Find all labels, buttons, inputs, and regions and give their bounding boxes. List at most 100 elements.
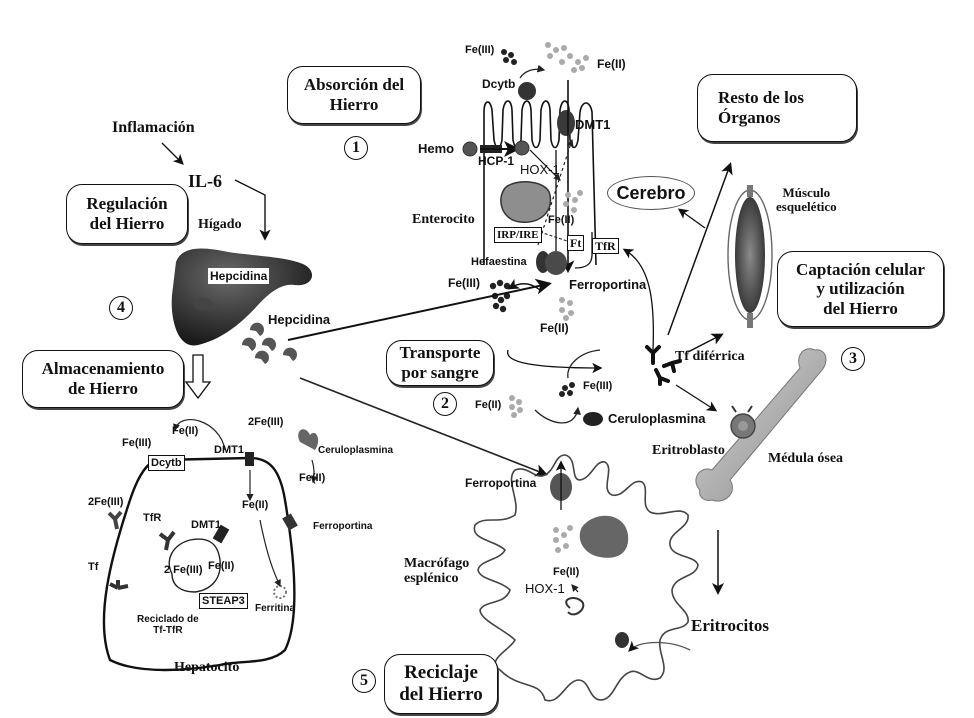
ceruloplasmin-molecule [583,412,603,426]
hep-dmt1-top-label: DMT1 [214,444,244,456]
other-organs-line2: Órganos [718,108,781,127]
enterocyte-fe2-label: Fe(II) [548,214,575,226]
storage-arrow [184,354,212,400]
hep-fe2-inner-label: Fe(II) [208,560,235,572]
macrophage-label: Macrófago esplénico [404,556,469,587]
enterocyte-nucleus [500,181,552,223]
enterocyte-label: Enterocito [412,212,475,227]
blood-fe2-label: Fe(II) [475,399,502,411]
transferrin-distribution [509,162,827,652]
lumen-fe2-label: Fe(II) [597,57,626,71]
tf-tfr-recycling-label: Reciclado de Tf-TfR [137,614,199,636]
regulation-section-box: Regulación del Hierro [66,184,188,244]
liver-label: Hígado [198,217,242,232]
hep-2fe3-inner-label: 2 Fe(III) [164,564,203,576]
erythrocyte-engulfed [615,632,629,648]
hepatocyte-dmt1-top [245,452,254,466]
uptake-section-box: Captación celular y utilización del Hier… [777,251,944,327]
enterocyte-cell [462,42,655,374]
hep-ceruloplasmin-label: Ceruloplasmina [318,445,394,456]
dmt1-protein [557,110,575,136]
liver-shape [171,248,313,346]
brain-label: Cerebro [607,176,695,210]
inflammation-label: Inflamación [112,119,195,136]
hep-dcytb-tag: Dcytb [148,455,185,471]
hep-2fe3-left-label: 2Fe(III) [88,496,124,508]
macrophage-hox1-label: HOX-1 [525,581,565,596]
ceruloplasmin-label: Ceruloplasmina [608,411,706,426]
macrophage-ferroportin-label: Ferroportina [465,476,537,490]
macrophage-nucleus [579,515,629,558]
dcytb-label: Dcytb [482,77,516,91]
macrophage-membrane [473,454,699,702]
hemo-label: Hemo [418,141,455,156]
hepatocyte-membrane [102,456,296,672]
hefaestin-label: Hefaestina [471,256,527,268]
other-organs-box: Resto de los Órganos [697,74,857,142]
hep-fe2-center-label: Fe(II) [242,499,269,511]
hep-fe2-top-label: Fe(II) [172,425,199,437]
uptake-title-line3: del Hierro [823,298,898,318]
hepcidin-label: Hepcidina [268,312,331,327]
tf-diferric-label: Tf diférrica [675,349,745,364]
hepatocyte-ferroportin [282,513,298,531]
absorption-section-box: Absorción del Hierro [287,66,421,124]
erythrocytes-label: Eritrocitos [691,616,770,635]
il6-label: IL-6 [188,171,223,191]
regulation-title-line1: Regulación [86,194,168,214]
hep-fe3-top-label: Fe(III) [122,437,152,449]
irp-ire-tag: IRP/IRE [494,227,542,243]
exit-fe2-label: Fe(II) [540,321,569,335]
other-organs-line1: Resto de los [718,88,804,108]
macrophage-label-line2: esplénico [404,571,459,587]
macrophage-cell [473,454,699,702]
exit-fe3-label: Fe(III) [448,276,480,290]
tfr-tag: TfR [592,238,619,254]
lumen-fe3-label: Fe(III) [465,44,495,56]
uptake-title-line1: Captación celular [796,259,925,279]
ferritin-particle [273,585,287,599]
transport-title-line2: por sangre [401,363,479,382]
section-number-1: 1 [344,136,368,160]
storage-title-line2: de Hierro [67,379,139,398]
tf-tfr-recycling-line1: Reciclado de [137,614,199,625]
absorption-title-line1: Absorción del [303,75,405,95]
ferroportin-protein [545,251,567,275]
muscle-label-line2: esquelético [776,199,837,215]
bone-shape [695,348,827,502]
bone-marrow-label: Médula ósea [768,451,844,466]
macrophage-label-line1: Macrófago [404,556,470,571]
uptake-title-line2: y utilización [816,279,905,299]
recycling-title-line2: del Hierro [399,684,483,705]
section-number-5: 5 [352,669,376,693]
recycling-title-line1: Reciclaje [404,662,478,684]
hep-dmt1-inner-label: DMT1 [191,519,221,531]
muscle-label: Músculo esquelético [776,185,837,215]
ft-tag: Ft [567,235,585,251]
hepatocyte-dmt1-inner [212,524,230,544]
regulation-title-line2: del Hierro [89,214,165,233]
hcp1-label: HCP-1 [478,154,515,168]
steap3-tag: STEAP3 [199,593,248,609]
muscle-shape [735,197,765,313]
hox1-label: HOX-1 [520,162,560,177]
section-number-2: 2 [433,392,457,416]
macrophage-fe2-label: Fe(II) [553,566,580,578]
recycling-section-box: Reciclaje del Hierro [384,654,498,714]
hep-fe2-right-label: Fe(II) [299,472,326,484]
liver-region [161,142,552,477]
storage-title-line1: Almacenamiento [41,359,165,379]
blood-fe3-label: Fe(III) [583,380,613,392]
hepcidin-liver-label: Hepcidina [208,268,270,284]
dmt1-label: DMT1 [575,117,611,132]
ferritin-label: Ferritina [255,603,296,614]
storage-section-box: Almacenamiento de Hierro [22,350,184,408]
absorption-title-line2: Hierro [329,95,379,114]
section-number-4: 4 [109,296,133,320]
hep-tf-label: Tf [88,561,99,573]
hepatocyte-label: Hepatocito [174,660,240,675]
dcytb-protein [518,82,536,100]
transport-title-line1: Transporte [399,343,481,363]
hep-ferroportin-label: Ferroportina [313,521,373,532]
